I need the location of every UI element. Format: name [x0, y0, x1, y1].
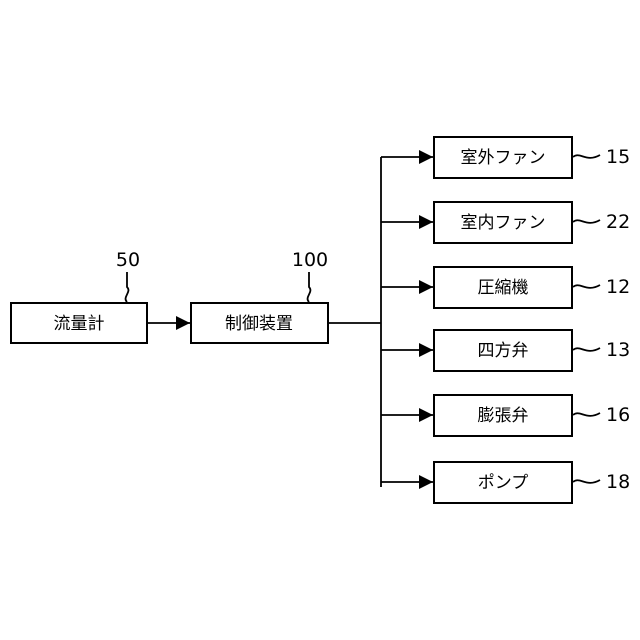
compressor-ref: 12 [606, 276, 630, 298]
compressor-label: 圧縮機 [478, 278, 529, 298]
controller-label: 制御装置 [225, 314, 293, 334]
four-way-valve-block: 四方弁 13 [381, 330, 630, 371]
indoor-fan-block: 室内ファン 22 [381, 202, 630, 243]
four-way-valve-leader-line [573, 348, 600, 351]
expansion-valve-ref: 16 [606, 404, 630, 426]
expansion-valve-leader-line [573, 413, 600, 416]
indoor-fan-label: 室内ファン [461, 213, 546, 233]
outdoor-fan-block: 室外ファン 15 [381, 137, 630, 178]
pump-label: ポンプ [478, 473, 529, 493]
controller-leader-line [308, 272, 311, 302]
controller-ref: 100 [292, 249, 328, 271]
expansion-valve-label: 膨張弁 [478, 406, 529, 426]
flow-meter-block: 流量計 50 [11, 249, 147, 343]
output-blocks: 室外ファン 15 室内ファン 22 圧縮機 12 四方弁 13 膨張弁 16 ポンプ 18 [381, 137, 630, 503]
pump-ref: 18 [606, 471, 630, 493]
flow-meter-leader-line [126, 272, 129, 302]
controller-block: 制御装置 100 [191, 249, 328, 343]
pump-block: ポンプ 18 [381, 462, 630, 503]
four-way-valve-label: 四方弁 [478, 341, 529, 361]
expansion-valve-block: 膨張弁 16 [381, 395, 630, 436]
pump-leader-line [573, 480, 600, 483]
four-way-valve-ref: 13 [606, 339, 630, 361]
outdoor-fan-label: 室外ファン [461, 148, 546, 168]
indoor-fan-leader-line [573, 220, 600, 223]
indoor-fan-ref: 22 [606, 211, 630, 233]
compressor-leader-line [573, 285, 600, 288]
flow-meter-ref: 50 [116, 249, 140, 271]
outdoor-fan-leader-line [573, 155, 600, 158]
outdoor-fan-ref: 15 [606, 146, 630, 168]
flow-meter-label: 流量計 [54, 314, 105, 334]
compressor-block: 圧縮機 12 [381, 267, 630, 308]
